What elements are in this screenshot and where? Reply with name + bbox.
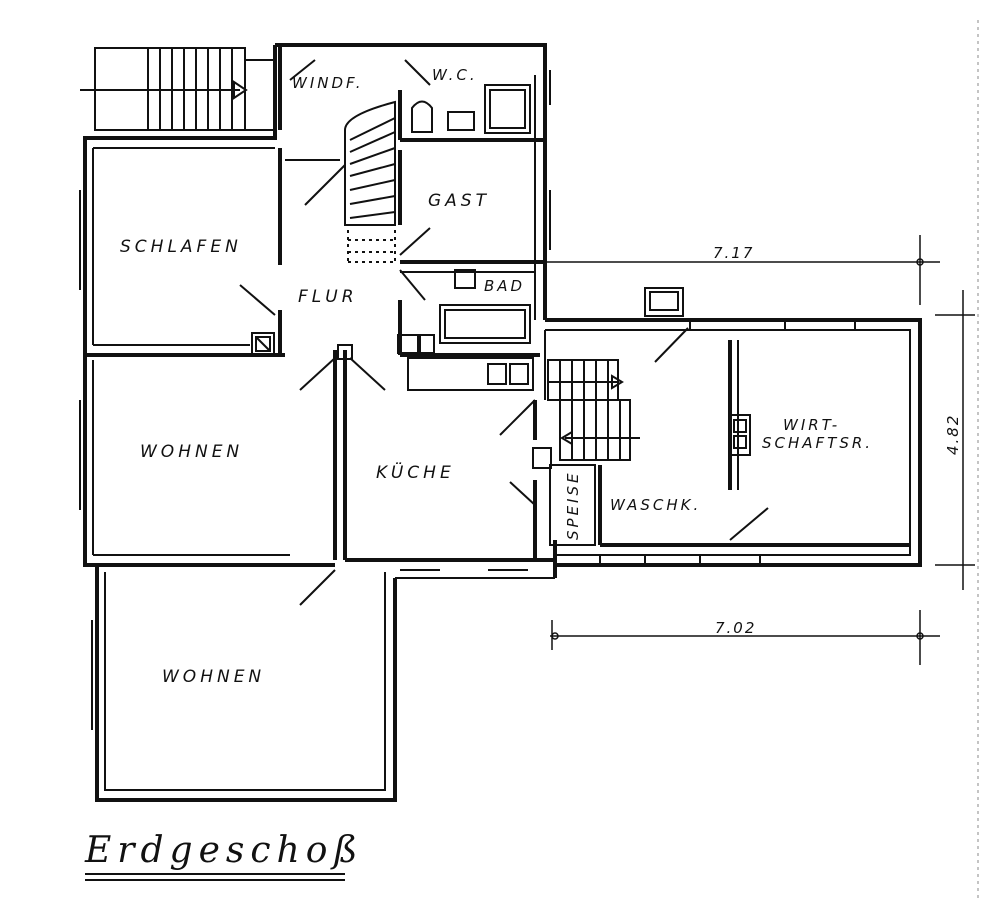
room-label-gast: GAST: [428, 191, 490, 211]
room-label-flur: FLUR: [298, 287, 358, 307]
room-label-bad: BAD: [484, 277, 525, 295]
dimension-label-right: 4.82: [944, 414, 962, 455]
room-label-waschkueche: WASCHK.: [610, 496, 701, 514]
annex-walls: [544, 318, 922, 567]
plan-title: Erdgeschoß: [84, 830, 363, 871]
room-label-wc: W.C.: [432, 66, 478, 84]
room-label-speise: SPEISE: [564, 471, 582, 540]
room-label-wohnen-2: WOHNEN: [162, 667, 265, 687]
room-label-wirtschaftsraum-2: SCHAFTSR.: [762, 434, 873, 452]
entrance-stair: [80, 47, 276, 131]
dimension-label-bottom: 7.02: [715, 619, 756, 637]
room-label-windfang: WINDF.: [292, 74, 364, 92]
inner-stair: [344, 100, 396, 263]
dimension-label-top: 7.17: [713, 244, 754, 262]
window-marks: [79, 70, 551, 730]
room-label-kueche: KÜCHE: [376, 461, 455, 483]
fixtures: [251, 84, 684, 469]
room-label-wohnen-1: WOHNEN: [140, 442, 243, 462]
room-label-wirtschaftsraum-1: WIRT-: [783, 416, 840, 434]
door-swings: [239, 59, 769, 606]
room-label-schlafen: SCHLAFEN: [120, 237, 242, 257]
dimension-lines: [545, 235, 975, 665]
main-walls: [83, 43, 557, 802]
annex-stair: [547, 359, 640, 461]
